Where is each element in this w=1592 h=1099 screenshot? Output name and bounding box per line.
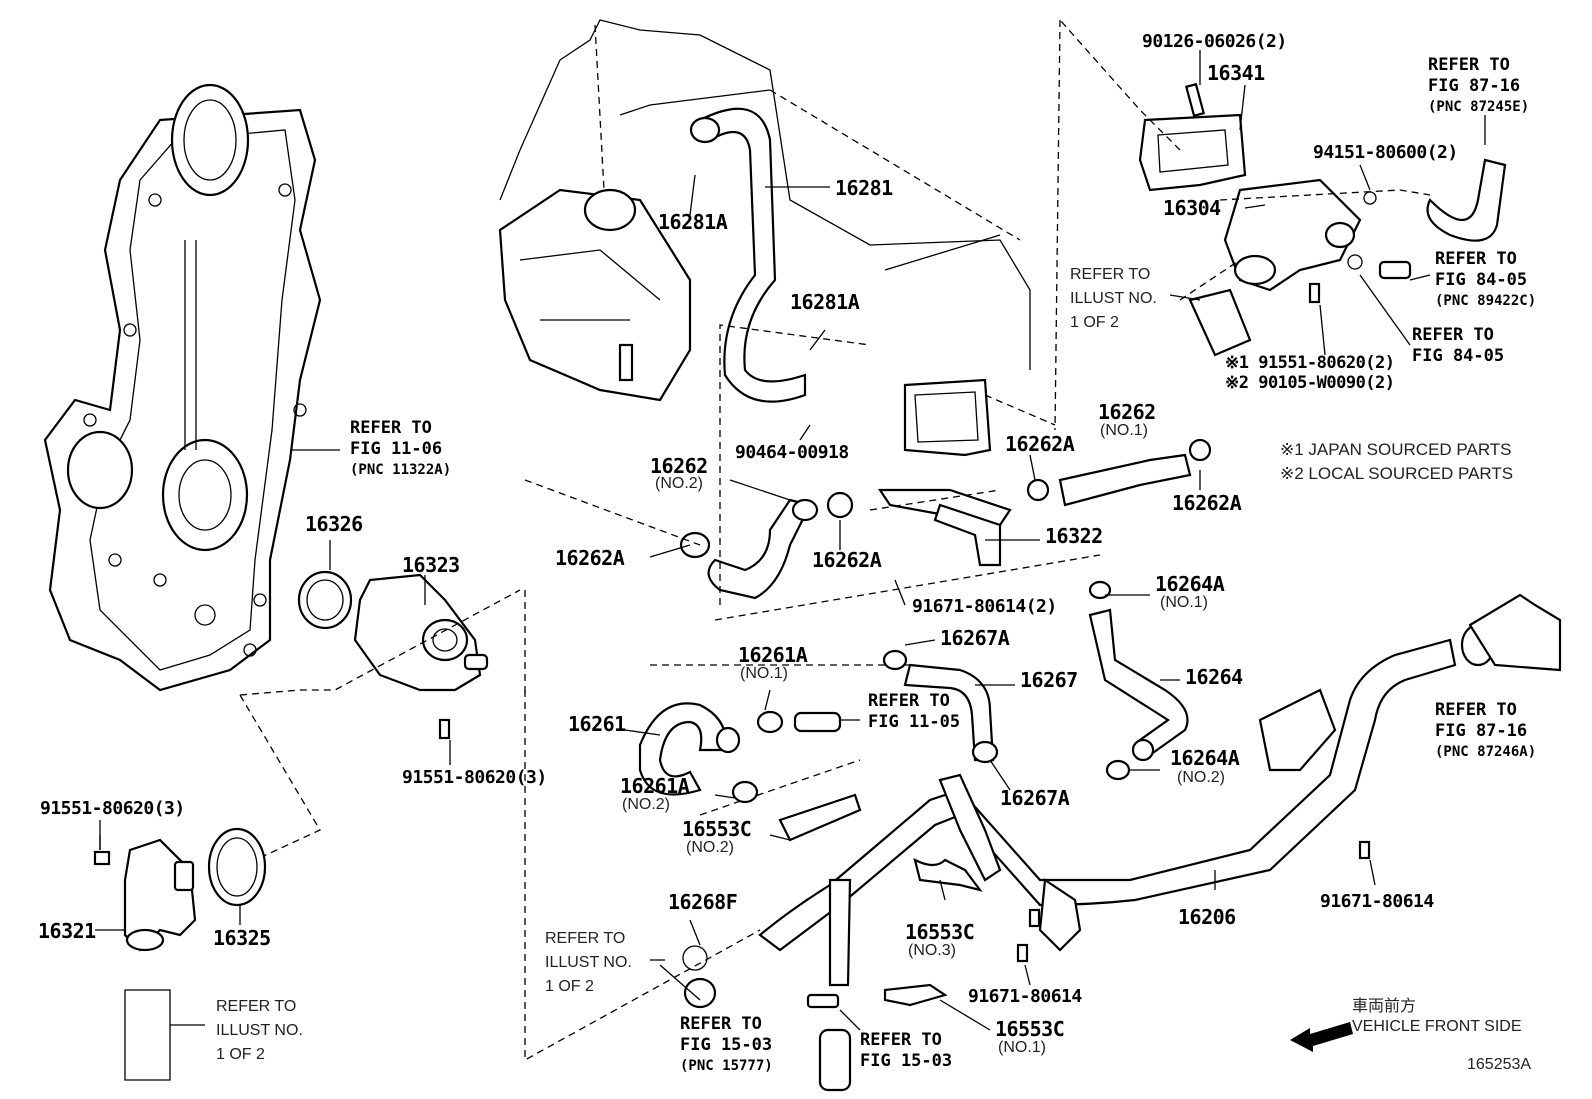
label-16553c-no2: 16553C bbox=[682, 817, 752, 841]
refer-illust-bottom-left: REFER TO ILLUST NO. 1 OF 2 bbox=[216, 998, 303, 1063]
note-japan-sourced: ※1 JAPAN SOURCED PARTS bbox=[1280, 440, 1512, 459]
label-16261: 16261 bbox=[568, 712, 626, 736]
label-16264: 16264 bbox=[1185, 665, 1243, 689]
label-16264a-no1: 16264A bbox=[1155, 572, 1225, 596]
inlet-16321-group bbox=[93, 827, 267, 1081]
label-16262-no2: 16262 bbox=[650, 454, 708, 478]
refer-illust-top: REFER TO ILLUST NO. 1 OF 2 bbox=[1070, 266, 1157, 331]
figure-id: 165253A bbox=[1467, 1056, 1532, 1073]
label-16321: 16321 bbox=[38, 919, 96, 943]
label-16268f: 16268F bbox=[668, 890, 738, 914]
refer-fig15-03-a: REFER TO FIG 15-03 (PNC 15777) bbox=[680, 1014, 773, 1074]
label-90464: 90464-00918 bbox=[735, 442, 849, 463]
label-16553c-no3: 16553C bbox=[905, 920, 975, 944]
label-16304: 16304 bbox=[1163, 196, 1221, 220]
label-16262-no1: 16262 bbox=[1098, 400, 1156, 424]
label-16261a-no2: 16261A bbox=[620, 774, 690, 798]
label-16261a-no1: 16261A bbox=[738, 643, 808, 667]
label-16281: 16281 bbox=[835, 176, 893, 200]
label-16264a-no2: 16264A bbox=[1170, 746, 1240, 770]
refer-fig11-06: REFER TO FIG 11-06 (PNC 11322A) bbox=[350, 418, 452, 478]
refer-fig87-16-bot: REFER TO FIG 87-16 (PNC 87246A) bbox=[1435, 700, 1537, 760]
label-16262a-upper: 16262A bbox=[1005, 432, 1075, 456]
label-16267a-bot: 16267A bbox=[1000, 786, 1070, 810]
label-16206: 16206 bbox=[1178, 905, 1236, 929]
refer-fig11-05: REFER TO FIG 11-05 bbox=[868, 691, 961, 732]
label-16262a-left: 16262A bbox=[555, 546, 625, 570]
refer-fig84-05-b: REFER TO FIG 84-05 bbox=[1412, 325, 1505, 366]
label-16281a-top: 16281A bbox=[658, 210, 728, 234]
refer-fig87-16-top: REFER TO FIG 87-16 (PNC 87245E) bbox=[1428, 55, 1530, 115]
vehicle-front-arrow-icon bbox=[1290, 1022, 1353, 1052]
label-16553c-no2-sub: (NO.2) bbox=[686, 839, 734, 856]
label-16553c-no1: 16553C bbox=[995, 1017, 1065, 1041]
label-16261a-no1-sub: (NO.1) bbox=[740, 665, 788, 682]
label-16325: 16325 bbox=[213, 926, 271, 950]
label-16262a-mid: 16262A bbox=[812, 548, 882, 572]
water-pipe-16206 bbox=[524, 479, 1562, 1092]
label-16261a-no2-sub: (NO.2) bbox=[622, 796, 670, 813]
label-191551: ※1 91551-80620(2) bbox=[1225, 353, 1395, 373]
lower-hoses bbox=[638, 580, 1189, 804]
label-90126: 90126-06026(2) bbox=[1142, 31, 1287, 52]
label-290105: ※2 90105-W0090(2) bbox=[1225, 373, 1395, 393]
label-91671-c: 91671-80614 bbox=[1320, 891, 1434, 912]
refer-fig84-05-a: REFER TO FIG 84-05 (PNC 89422C) bbox=[1435, 249, 1537, 309]
label-16264a-no2-sub: (NO.2) bbox=[1177, 769, 1225, 786]
label-16553c-no1-sub: (NO.1) bbox=[998, 1039, 1046, 1056]
label-16322: 16322 bbox=[1045, 524, 1103, 548]
label-94151: 94151-80600(2) bbox=[1313, 142, 1458, 163]
note-local-sourced: ※2 LOCAL SOURCED PARTS bbox=[1280, 464, 1514, 483]
label-91671-2: 91671-80614(2) bbox=[912, 596, 1057, 617]
center-hoses bbox=[679, 324, 1212, 605]
throttle-body bbox=[498, 188, 692, 402]
water-inlet-16323 bbox=[239, 570, 526, 861]
vehicle-front-en: VEHICLE FRONT SIDE bbox=[1352, 1018, 1522, 1035]
label-91551-3b: 91551-80620(3) bbox=[40, 798, 185, 819]
hose-16281 bbox=[698, 107, 807, 403]
label-16262-no2-sub: (NO.2) bbox=[655, 475, 703, 492]
vehicle-front-jp: 車両前方 bbox=[1352, 996, 1417, 1015]
water-outlet-group bbox=[1054, 19, 1507, 431]
label-16553c-no3-sub: (NO.3) bbox=[908, 942, 956, 959]
label-16326: 16326 bbox=[305, 512, 363, 536]
label-16323: 16323 bbox=[402, 553, 460, 577]
timing-cover bbox=[43, 83, 322, 692]
label-91671-b: 91671-80614 bbox=[968, 986, 1082, 1007]
label-16264a-no1-sub: (NO.1) bbox=[1160, 594, 1208, 611]
label-16262a-right: 16262A bbox=[1172, 491, 1242, 515]
refer-fig15-03-b: REFER TO FIG 15-03 bbox=[860, 1030, 953, 1071]
leader-lines bbox=[95, 50, 1486, 1031]
refer-illust-mid: REFER TO ILLUST NO. 1 OF 2 bbox=[545, 930, 632, 995]
label-91551-3a: 91551-80620(3) bbox=[402, 767, 547, 788]
label-16341: 16341 bbox=[1207, 61, 1265, 85]
label-16281a-mid: 16281A bbox=[790, 290, 860, 314]
label-16267a-top: 16267A bbox=[940, 626, 1010, 650]
label-16267: 16267 bbox=[1020, 668, 1078, 692]
label-16262-no1-sub: (NO.1) bbox=[1100, 422, 1148, 439]
